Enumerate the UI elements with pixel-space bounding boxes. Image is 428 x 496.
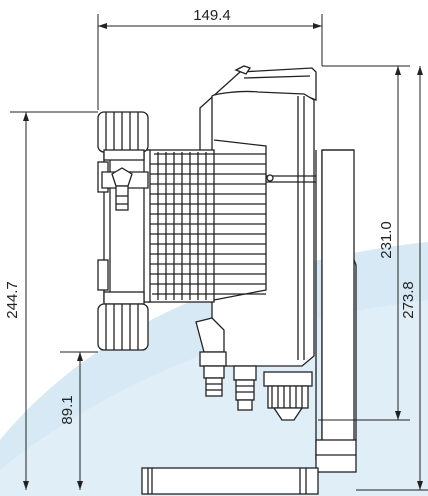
pump-drawing: [97, 65, 357, 495]
cooling-fins: [147, 149, 266, 303]
bleed-valve: [101, 167, 149, 211]
dimension-height-inlet: [60, 351, 98, 490]
label-height-left: 244.7: [4, 281, 21, 319]
top-valve-knob: [97, 111, 149, 161]
cable-gland-right: [263, 371, 313, 421]
dimension-lines: [10, 14, 428, 491]
label-height-mid: 231.0: [378, 221, 395, 259]
cable-gland-left: [195, 317, 227, 397]
dimension-height-mid: [318, 65, 410, 421]
base-stand: [141, 467, 319, 495]
label-width-top: 149.4: [193, 7, 231, 24]
label-height-total: 273.8: [400, 281, 417, 319]
cable-gland-middle: [233, 365, 257, 411]
mounting-bracket: [315, 149, 357, 473]
dimension-labels: 149.4 244.7 89.1 231.0 273.8: [4, 7, 417, 425]
pump-housing: [211, 90, 316, 367]
bottom-valve-knob: [97, 291, 149, 351]
dimension-height-left: [10, 111, 98, 490]
label-height-inlet: 89.1: [59, 395, 76, 424]
dimension-height-total: [356, 66, 428, 491]
dimension-width-top: [97, 14, 323, 110]
